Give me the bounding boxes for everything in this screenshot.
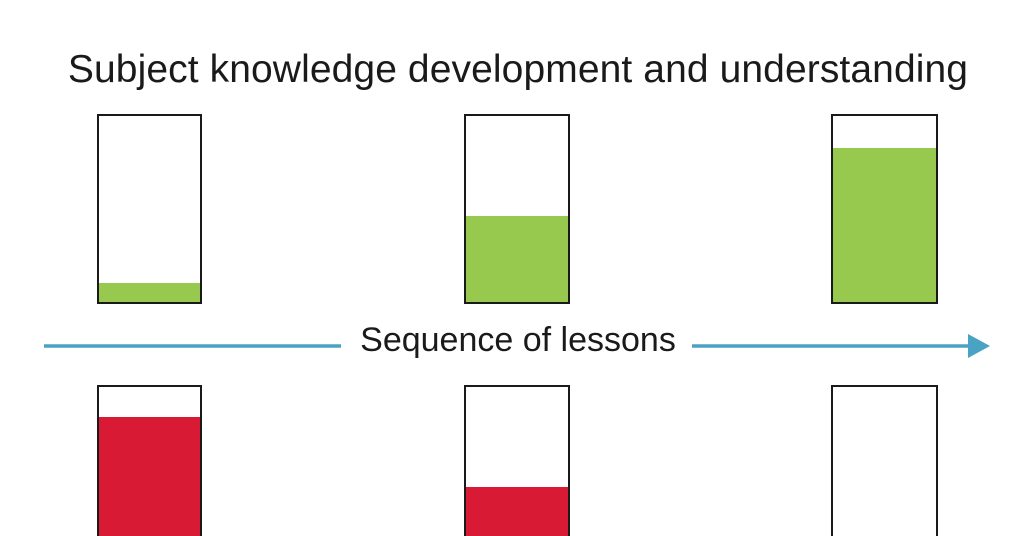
other-beaker-2 — [464, 385, 570, 536]
other-beaker-1 — [97, 385, 202, 536]
knowledge-level-3 — [833, 147, 936, 302]
diagram-title: Subject knowledge development and unders… — [67, 48, 969, 91]
other-level-2 — [466, 486, 568, 536]
other-beaker-3 — [831, 385, 938, 536]
knowledge-beaker-1 — [97, 114, 202, 304]
sequence-arrow — [44, 334, 990, 358]
knowledge-level-2 — [466, 216, 568, 302]
knowledge-level-1 — [99, 283, 200, 302]
arrow-head-icon — [968, 334, 990, 358]
knowledge-beaker-3 — [831, 114, 938, 304]
sequence-label: Sequence of lessons — [360, 321, 676, 359]
knowledge-beaker-2 — [464, 114, 570, 304]
other-level-1 — [99, 416, 200, 536]
